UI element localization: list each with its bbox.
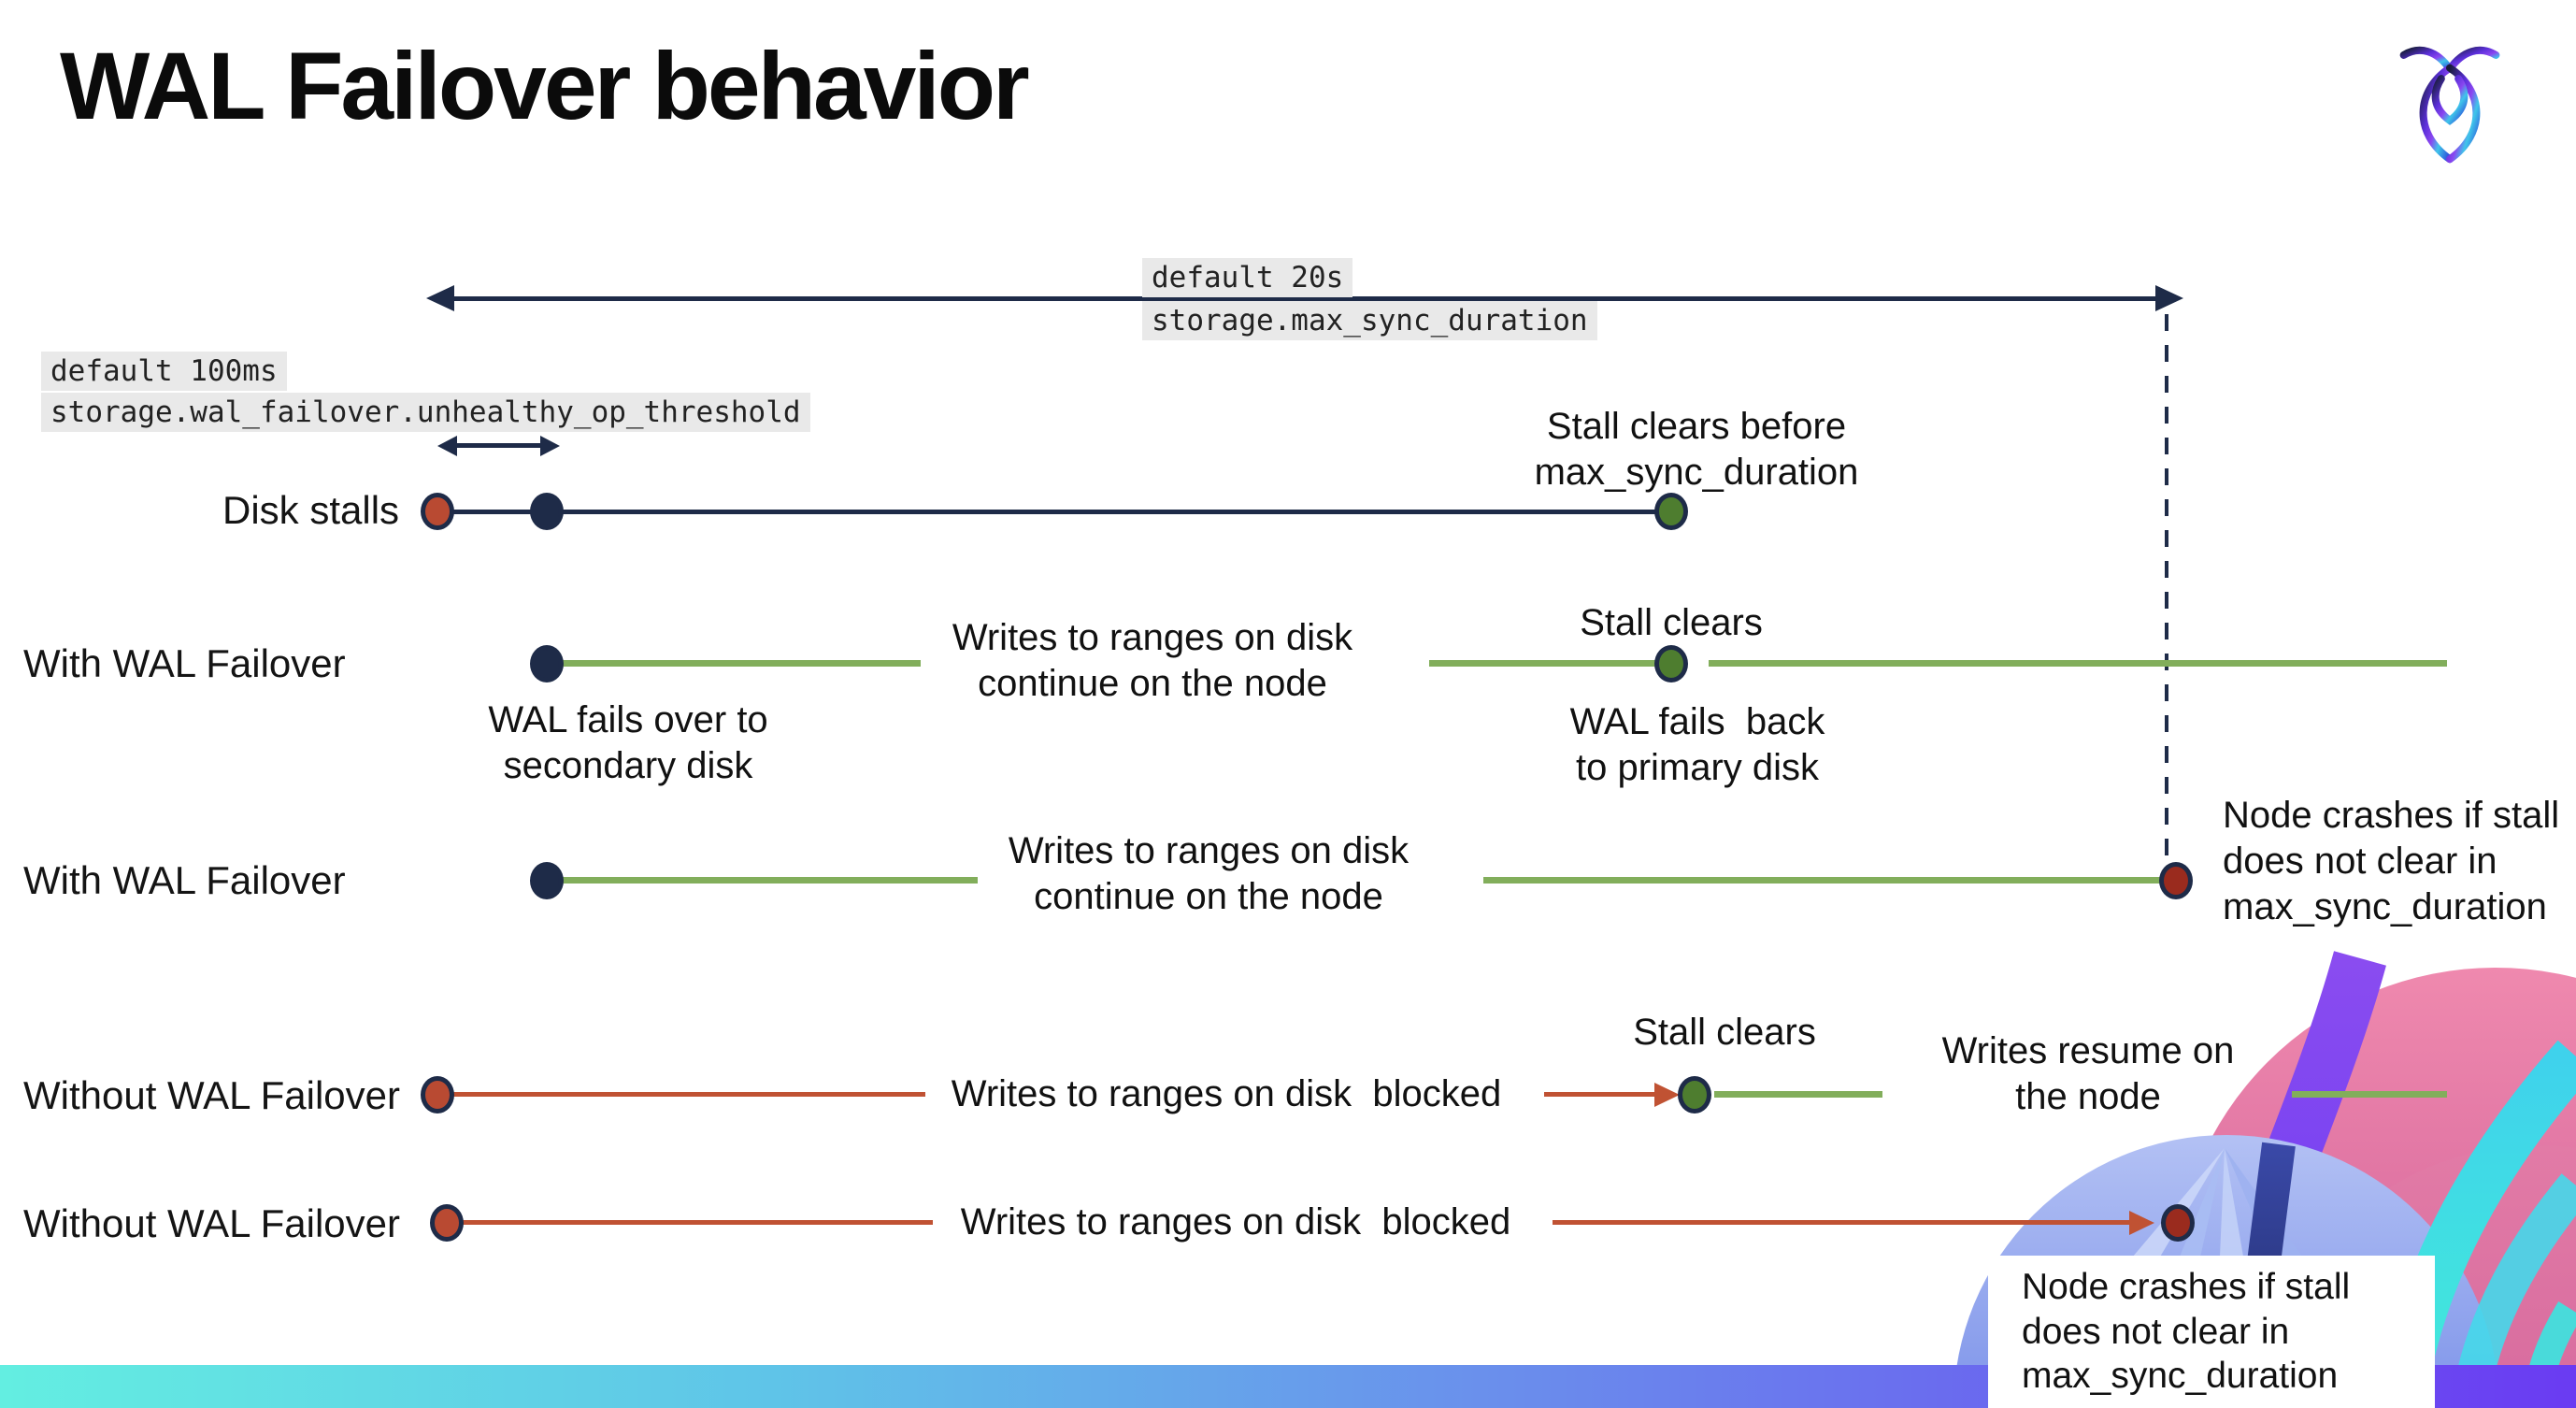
row-label-with-wal-failover-1: With WAL Failover [23, 641, 346, 685]
row3-writes-note: Writes to ranges on disk continue on the… [1008, 830, 1410, 917]
row2-failover-note: WAL fails over to secondary disk [488, 699, 768, 786]
cockroachdb-logo-icon [2399, 46, 2500, 164]
green-segment [2292, 1091, 2447, 1098]
red-segment [458, 1220, 933, 1225]
row2-stall-clears-note: Stall clears [1580, 602, 1763, 643]
red-segment [449, 1092, 925, 1097]
row4-blocked-note: Writes to ranges on disk blocked [951, 1073, 1502, 1114]
failover-dot [530, 862, 564, 899]
max-sync-duration-arrow-line [439, 296, 2170, 301]
row-label-with-wal-failover-2: With WAL Failover [23, 858, 346, 902]
green-segment [561, 660, 921, 667]
row-label-without-wal-failover-1: Without WAL Failover [23, 1073, 400, 1117]
node-crash-dot [2159, 862, 2193, 899]
max-sync-setting-label: storage.max_sync_duration [1142, 301, 1597, 340]
red-arrowhead-icon [2129, 1211, 2154, 1235]
row5-blocked-note: Writes to ranges on disk blocked [960, 1201, 1511, 1243]
row4-stall-clears-note: Stall clears [1633, 1012, 1816, 1053]
max-sync-default-label: default 20s [1142, 258, 1353, 297]
threshold-setting-label: storage.wal_failover.unhealthy_op_thresh… [41, 393, 810, 432]
row5-crash-note: Node crashes if stall does not clear in … [2022, 1267, 2351, 1397]
green-segment [1714, 1091, 1882, 1098]
red-arrow-line [1553, 1220, 2129, 1225]
timeline-row1 [437, 510, 1671, 514]
crash-note-card: Node crashes if stall does not clear in … [1988, 1256, 2435, 1408]
arrowhead-left-icon [426, 285, 454, 311]
row4-resume-note: Writes resume on the node [1941, 1030, 2235, 1117]
row3-crash-note: Node crashes if stall does not clear in … [2223, 795, 2560, 927]
stall-start-dot [430, 1204, 464, 1242]
stall-clear-dot [1678, 1076, 1711, 1113]
green-segment [561, 877, 978, 884]
threshold-arrowhead-left-icon [437, 436, 457, 456]
threshold-default-label: default 100ms [41, 352, 287, 391]
stall-clear-dot [1654, 493, 1688, 530]
threshold-arrowhead-right-icon [540, 436, 560, 456]
arrowhead-right-icon [2155, 285, 2183, 311]
max-sync-dashed-line [2165, 314, 2168, 860]
row-label-disk-stalls: Disk stalls [222, 488, 400, 532]
stall-start-dot [421, 493, 454, 530]
threshold-arrow-line [451, 443, 548, 448]
row2-failback-note: WAL fails back to primary disk [1569, 701, 1825, 788]
row1-stall-clears-note: Stall clears before max_sync_duration [1534, 406, 1859, 493]
green-segment [1709, 660, 2447, 667]
green-segment [1429, 660, 1663, 667]
red-arrow-line [1544, 1092, 1656, 1097]
page-title: WAL Failover behavior [60, 33, 1030, 139]
failover-threshold-dot [530, 493, 564, 530]
node-crash-dot [2161, 1204, 2195, 1242]
stall-clear-dot [1654, 645, 1688, 682]
green-segment [1483, 877, 2160, 884]
red-arrowhead-icon [1654, 1083, 1680, 1107]
failover-dot [530, 645, 564, 682]
stall-start-dot [421, 1076, 454, 1113]
row-label-without-wal-failover-2: Without WAL Failover [23, 1201, 400, 1245]
row2-writes-note: Writes to ranges on disk continue on the… [952, 617, 1353, 704]
